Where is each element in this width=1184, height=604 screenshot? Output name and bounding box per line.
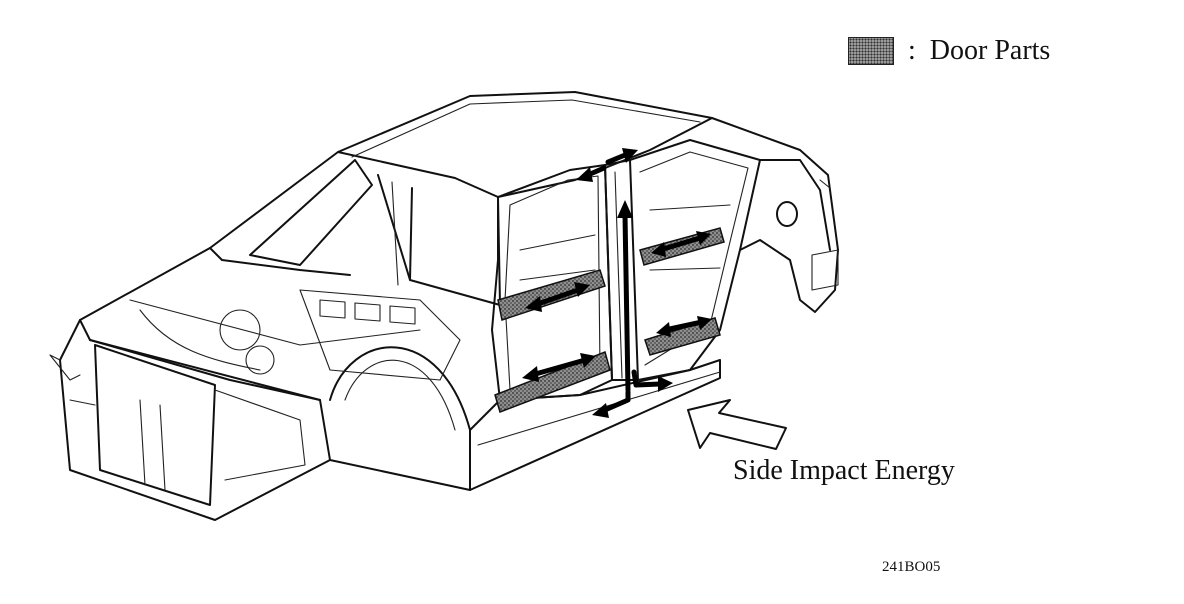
engine-compartment xyxy=(59,247,471,521)
door-parts-swatch xyxy=(848,37,894,65)
radiator-support xyxy=(49,344,306,506)
front-lower-arrow-line xyxy=(529,357,588,378)
front-lower-arrowhead-left xyxy=(522,366,539,382)
roof-panel xyxy=(337,91,713,198)
impact-label: Side Impact Energy xyxy=(733,455,955,486)
side-sill xyxy=(469,359,721,491)
sill-left-arrow-line xyxy=(602,389,631,413)
legend: : Door Parts xyxy=(848,34,1050,68)
sill-right-arrowhead xyxy=(658,376,673,392)
rear-lower-arrowhead-left xyxy=(656,322,671,337)
figure-code: 241BO05 xyxy=(882,559,941,575)
rear-door-upper-beam xyxy=(639,227,725,266)
legend-colon: : xyxy=(908,35,916,66)
front-lower-arrowhead-right xyxy=(580,353,596,368)
legend-label: Door Parts xyxy=(929,35,1051,66)
windshield-frame xyxy=(209,151,501,306)
front-door-lower-beam xyxy=(494,350,611,413)
b-pillar xyxy=(604,159,639,381)
sill-left-arrowhead xyxy=(592,403,609,418)
front-wheel-arch xyxy=(329,346,471,431)
front-upper-arrowhead-right xyxy=(574,282,590,297)
front-door-upper-beam xyxy=(497,269,606,321)
rear-lower-arrow-line xyxy=(662,319,705,333)
b-pillar-up-arrowhead xyxy=(617,200,633,218)
b-pillar-left-roof-arrowhead xyxy=(576,167,593,182)
side-impact-arrow xyxy=(687,399,787,450)
b-pillar-right-roof-arrowhead xyxy=(622,148,638,163)
rear-door-lower-beam xyxy=(644,317,721,356)
sill-right-arrow-line xyxy=(631,369,663,388)
load-path-arrows xyxy=(522,148,712,418)
rear-lower-arrowhead-right xyxy=(697,316,712,330)
front-upper-arrow-line xyxy=(532,287,581,308)
rear-upper-arrow-line xyxy=(657,235,703,253)
front-upper-arrowhead-left xyxy=(525,296,542,312)
b-pillar-right-roof-arrow-line xyxy=(605,152,628,165)
rear-upper-arrowhead-left xyxy=(651,242,666,257)
b-pillar-up-arrow-line xyxy=(622,212,631,393)
rear-quarter xyxy=(711,117,839,313)
rear-upper-arrowhead-right xyxy=(696,231,711,245)
